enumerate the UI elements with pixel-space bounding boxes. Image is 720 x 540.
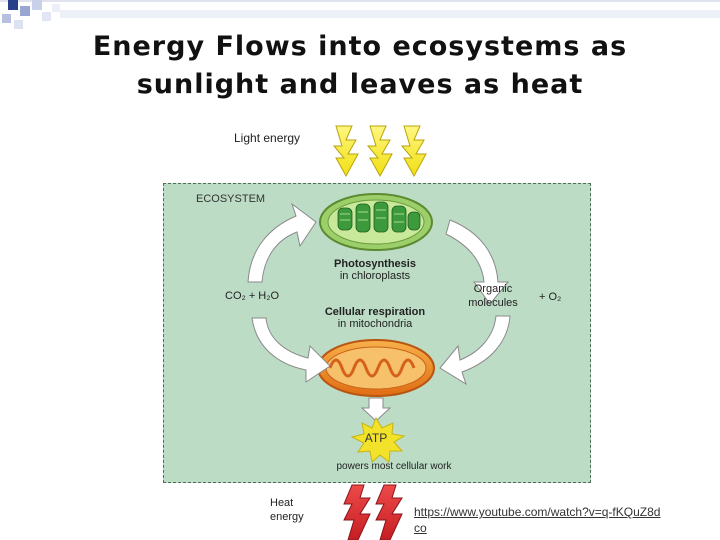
respiration-title: Cellular respiration	[324, 306, 426, 318]
photosynthesis-label: Photosynthesis in chloroplasts	[300, 258, 450, 282]
light-energy-arrows	[332, 125, 427, 178]
atp-burst	[350, 416, 406, 463]
o2-label: + O₂	[539, 291, 562, 303]
organic-molecules-label: Organic molecules	[468, 283, 518, 309]
mitochondria-subtitle: in mitochondria	[337, 318, 413, 330]
co2-h2o-label: CO₂ + H₂O	[225, 290, 280, 302]
respiration-label: Cellular respiration in mitochondria	[300, 306, 450, 330]
cycle-arrows	[247, 202, 511, 386]
heat-energy-arrows	[343, 484, 403, 540]
atp-arrow	[360, 397, 392, 422]
powers-work-label: powers most cellular work	[336, 461, 452, 472]
photosynthesis-title: Photosynthesis	[334, 258, 416, 270]
ecosystem-label: ECOSYSTEM	[196, 193, 266, 205]
heat-energy-label: Heat energy	[270, 497, 304, 523]
atp-label: ATP	[364, 431, 388, 445]
chloroplasts-subtitle: in chloroplasts	[339, 270, 411, 282]
mitochondrion	[317, 339, 435, 397]
page-title: Energy Flows into ecosystems as sunlight…	[92, 31, 628, 100]
corner-decoration	[0, 0, 720, 29]
light-energy-label: Light energy	[234, 131, 301, 145]
chloroplast	[319, 193, 433, 251]
youtube-link[interactable]: https://www.youtube.com/watch?v=q-fKQuZ8…	[414, 505, 661, 535]
